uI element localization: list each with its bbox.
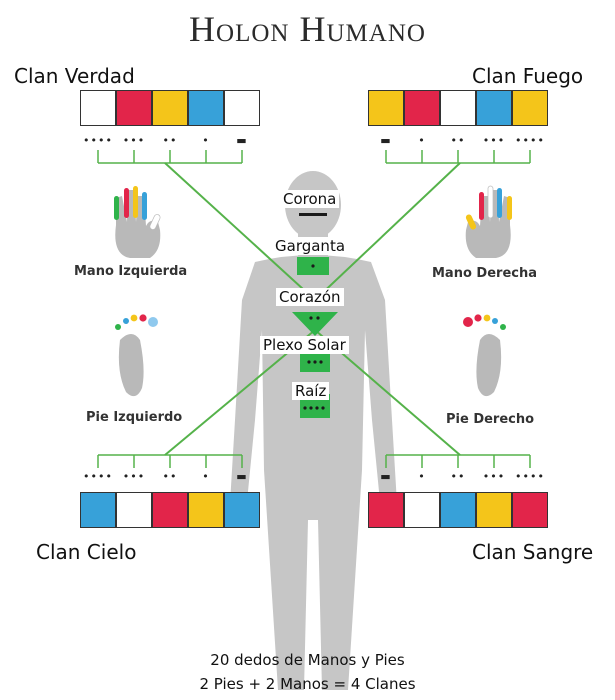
- chakra-garganta-label: Garganta: [272, 237, 348, 255]
- mano-izquierda-label: Mano Izquierda: [74, 264, 187, 279]
- bracket-sangre: [386, 455, 530, 468]
- clan-verdad-label: Clan Verdad: [14, 64, 135, 88]
- number-dots: ••••: [80, 470, 116, 483]
- left-foot-icon: [115, 314, 158, 396]
- number-dots: ••: [152, 470, 188, 483]
- number-dots: •: [404, 470, 440, 483]
- number-dots: ••••: [512, 134, 548, 147]
- caption-line-2: 2 Pies + 2 Manos = 4 Clanes: [0, 675, 615, 693]
- chakra-raiz-label: Raíz: [292, 382, 329, 400]
- pie-izquierdo-label: Pie Izquierdo: [86, 410, 182, 425]
- bracket-verdad: [98, 150, 242, 163]
- number-dots: •: [188, 134, 224, 147]
- clan-cielo-label: Clan Cielo: [36, 540, 136, 564]
- right-hand-icon: [465, 186, 512, 258]
- glyph-icon: [440, 492, 476, 528]
- clan-verdad-dots: •••• ••• •• • ▬: [80, 134, 260, 147]
- pie-derecho-label: Pie Derecho: [446, 412, 534, 427]
- glyph-icon: [224, 90, 260, 126]
- clan-sangre-dots: ▬ • •• ••• ••••: [368, 470, 548, 483]
- number-dots: ▬: [224, 134, 260, 147]
- glyph-icon: [152, 90, 188, 126]
- number-dots: ▬: [368, 134, 404, 147]
- glyph-icon: [368, 90, 404, 126]
- glyph-icon: [404, 492, 440, 528]
- caption-line-1: 20 dedos de Manos y Pies: [0, 651, 615, 669]
- glyph-icon: [476, 90, 512, 126]
- glyph-icon: [440, 90, 476, 126]
- glyph-icon: [224, 492, 260, 528]
- clan-verdad-glyphs: [80, 90, 260, 126]
- bracket-fuego: [386, 150, 530, 163]
- clan-cielo-glyphs: [80, 492, 260, 528]
- chakra-corazon-label: Corazón: [276, 288, 344, 306]
- glyph-icon: [512, 492, 548, 528]
- clan-sangre-label: Clan Sangre: [472, 540, 593, 564]
- number-dots: •: [188, 470, 224, 483]
- number-dots: ••: [152, 134, 188, 147]
- number-dots: •••: [116, 134, 152, 147]
- left-hand-icon: [114, 186, 161, 258]
- number-dots: ••••: [512, 470, 548, 483]
- number-dots: •••: [476, 470, 512, 483]
- number-dots: •: [404, 134, 440, 147]
- number-dots: ▬: [368, 470, 404, 483]
- clan-fuego-label: Clan Fuego: [472, 64, 583, 88]
- glyph-icon: [80, 492, 116, 528]
- glyph-icon: [368, 492, 404, 528]
- glyph-icon: [152, 492, 188, 528]
- clan-sangre-glyphs: [368, 492, 548, 528]
- chakra-corona-label: Corona: [280, 190, 339, 208]
- glyph-icon: [116, 90, 152, 126]
- glyph-icon: [476, 492, 512, 528]
- clan-cielo-dots: •••• ••• •• • ▬: [80, 470, 260, 483]
- glyph-icon: [116, 492, 152, 528]
- glyph-icon: [512, 90, 548, 126]
- glyph-icon: [80, 90, 116, 126]
- number-dots: •••: [116, 470, 152, 483]
- glyph-icon: [404, 90, 440, 126]
- number-dots: ••: [440, 470, 476, 483]
- clan-fuego-dots: ▬ • •• ••• ••••: [368, 134, 548, 147]
- number-dots: •••: [476, 134, 512, 147]
- mano-derecha-label: Mano Derecha: [432, 266, 537, 281]
- glyph-icon: [188, 492, 224, 528]
- chakra-plexo-solar-label: Plexo Solar: [260, 336, 349, 354]
- right-foot-icon: [463, 314, 506, 396]
- glyph-icon: [188, 90, 224, 126]
- clan-fuego-glyphs: [368, 90, 548, 126]
- number-dots: ▬: [224, 470, 260, 483]
- number-dots: ••••: [80, 134, 116, 147]
- number-dots: ••: [440, 134, 476, 147]
- bracket-cielo: [98, 455, 242, 468]
